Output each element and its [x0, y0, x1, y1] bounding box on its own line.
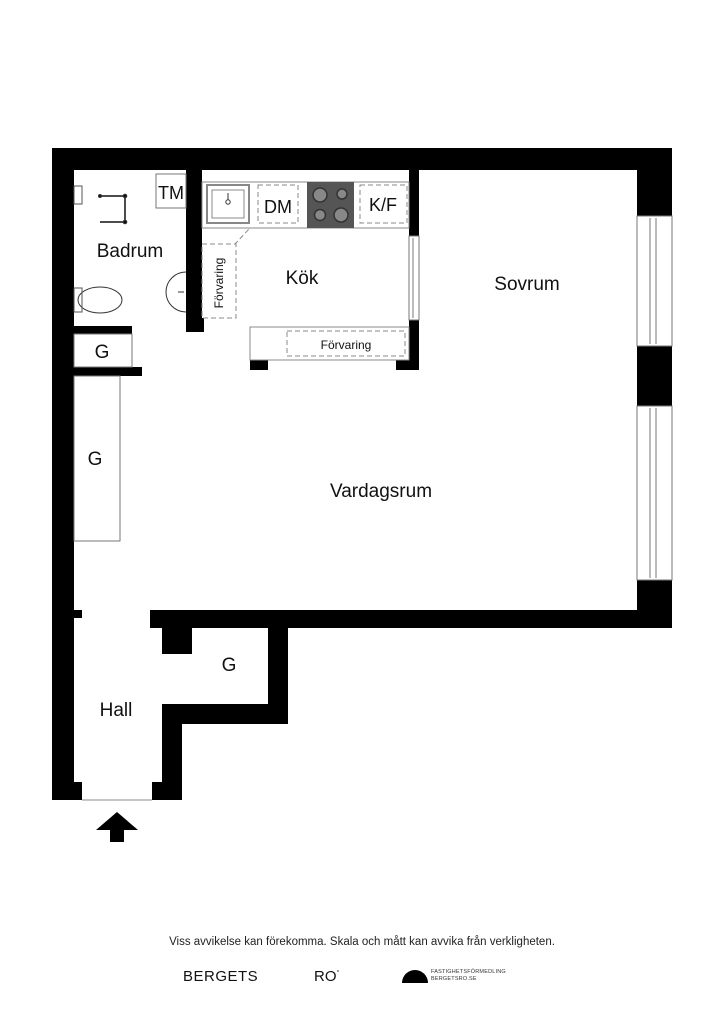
- shower-rail-icon: [100, 195, 126, 223]
- label-forvaring-horizontal: Förvaring: [321, 338, 372, 352]
- dishwasher-box: [257, 184, 299, 224]
- storage-vertical: [201, 243, 237, 319]
- bathroom-fixtures: [73, 173, 187, 314]
- label-dm: DM: [264, 197, 292, 217]
- room-label-sovrum: Sovrum: [494, 274, 559, 295]
- fridge-freezer-box: [359, 184, 408, 224]
- entrance-arrow-icon: [96, 812, 138, 842]
- logo-agency-line2: BERGETSRO.SE: [431, 976, 477, 982]
- storage-counter: [249, 326, 410, 361]
- room-label-badrum: Badrum: [97, 241, 164, 262]
- shower-head-icon: [73, 185, 83, 205]
- label-closet-g3: G: [222, 655, 237, 676]
- logo-ro-mark: °: [336, 970, 340, 977]
- disclaimer-text: Viss avvikelse kan förekomma. Skala och …: [169, 936, 555, 948]
- washing-machine-box: [155, 173, 187, 209]
- windows: [408, 215, 673, 581]
- label-closet-g1: G: [95, 342, 110, 363]
- label-closet-g2: G: [88, 449, 103, 470]
- stove-icon: [307, 182, 354, 228]
- closet-g2: [73, 375, 121, 542]
- logo-agency-text: FASTIGHETSFÖRMEDLING BERGETSRO.SE: [431, 969, 506, 983]
- label-kf: K/F: [369, 195, 397, 215]
- logo-ro: RO°: [314, 968, 339, 985]
- washbasin-icon: [165, 271, 187, 313]
- closet-g1: [73, 333, 133, 368]
- closets: [73, 333, 133, 542]
- logo-agency-line1: FASTIGHETSFÖRMEDLING: [431, 969, 506, 975]
- room-label-kok: Kök: [286, 268, 319, 289]
- label-tm: TM: [158, 183, 184, 203]
- walls: [52, 148, 672, 800]
- dome-logo-icon: [402, 970, 428, 983]
- kitchen-fixtures: [201, 181, 410, 361]
- toilet-icon: [77, 286, 123, 314]
- logo-bergets: BERGETS: [183, 968, 259, 985]
- logo-ro-text: RO: [314, 968, 337, 985]
- room-label-hall: Hall: [100, 700, 133, 721]
- room-label-vardagsrum: Vardagsrum: [330, 481, 432, 502]
- label-forvaring-vertical: Förvaring: [212, 258, 226, 309]
